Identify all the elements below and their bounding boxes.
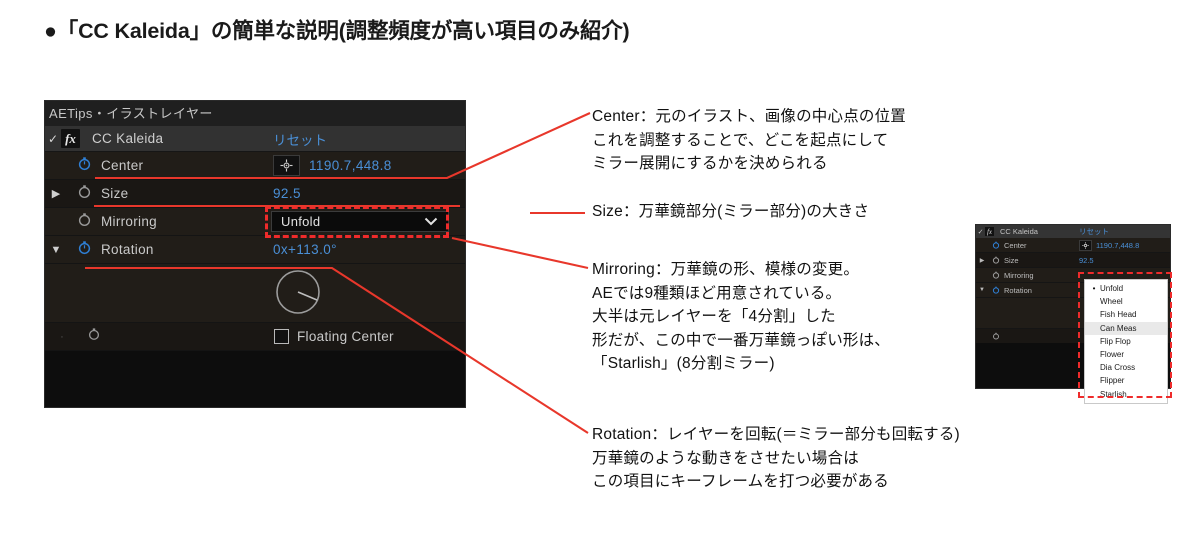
mini-effect-reset-button[interactable]: リセット bbox=[1079, 227, 1109, 236]
mini-property-label-rotation: Rotation bbox=[1004, 285, 1032, 295]
anchor-point-icon[interactable] bbox=[273, 155, 300, 176]
floating-center-checkbox[interactable] bbox=[274, 329, 289, 344]
menu-item-label: Flower bbox=[1100, 350, 1125, 360]
menu-item-dia-cross[interactable]: Dia Cross bbox=[1085, 361, 1167, 374]
selected-bullet-icon: • bbox=[1092, 284, 1096, 294]
menu-item-label: Can Meas bbox=[1100, 323, 1137, 333]
chevron-down-icon bbox=[424, 215, 438, 229]
menu-item-label: Starlish bbox=[1100, 389, 1127, 399]
menu-item-can-meas[interactable]: Can Meas bbox=[1085, 321, 1167, 335]
mini-effect-name-label: CC Kaleida bbox=[1000, 227, 1038, 236]
mini-effect-header-row[interactable]: ✓ fx CC Kaleida リセット bbox=[976, 225, 1170, 238]
mini-expand-arrow-size[interactable]: ▶ bbox=[979, 257, 985, 264]
annotation-size: Size：万華鏡部分(ミラー部分)の大きさ bbox=[592, 203, 870, 220]
floating-center-label: Floating Center bbox=[297, 329, 394, 344]
leader-line-mirroring bbox=[451, 236, 589, 270]
menu-item-wheel[interactable]: Wheel bbox=[1085, 295, 1167, 308]
mini-property-row-size[interactable]: ▶ Size 92.5 bbox=[976, 253, 1170, 268]
mirroring-options-menu[interactable]: • Unfold Wheel Fish Head Can Meas Flip Fl… bbox=[1084, 279, 1168, 404]
property-row-size[interactable]: ▶ Size 92.5 bbox=[45, 180, 465, 208]
stopwatch-icon-center[interactable] bbox=[67, 156, 101, 176]
mini-stopwatch-icon-size[interactable] bbox=[988, 251, 1004, 269]
annotation-rotation: Rotation：レイヤーを回転(＝ミラー部分も回転する) 万華鏡のような動きを… bbox=[592, 426, 960, 490]
menu-item-label: Dia Cross bbox=[1100, 363, 1136, 373]
effect-name-label: CC Kaleida bbox=[92, 131, 164, 146]
mini-stopwatch-icon-floating-center[interactable] bbox=[988, 327, 1004, 345]
expand-arrow-rotation[interactable]: ▼ bbox=[50, 243, 62, 256]
mini-stopwatch-icon-mirroring[interactable] bbox=[988, 266, 1004, 284]
center-value-text[interactable]: 1190.7,448.8 bbox=[309, 158, 392, 173]
mini-stopwatch-icon-center[interactable] bbox=[988, 236, 1004, 254]
annotation-center: Center：元のイラスト、画像の中心点の位置 これを調整することで、どこを起点… bbox=[592, 108, 907, 172]
menu-item-flower[interactable]: Flower bbox=[1085, 348, 1167, 361]
rotation-dial-row bbox=[45, 264, 465, 323]
expand-arrow-size[interactable]: ▶ bbox=[51, 188, 61, 200]
effect-header-row[interactable]: ✓ fx CC Kaleida リセット bbox=[45, 126, 465, 152]
mini-property-row-center[interactable]: Center 1190.7,448.8 bbox=[976, 238, 1170, 253]
property-row-center[interactable]: Center 1190.7,448.8 bbox=[45, 152, 465, 180]
effect-controls-panel: AETips・イラストレイヤー ✓ fx CC Kaleida リセット Cen… bbox=[44, 100, 466, 408]
fx-badge-icon: fx bbox=[61, 129, 80, 148]
menu-item-label: Flipper bbox=[1100, 376, 1125, 386]
menu-item-fish-head[interactable]: Fish Head bbox=[1085, 308, 1167, 321]
mini-property-value-center[interactable]: 1190.7,448.8 bbox=[1079, 239, 1140, 251]
panel-tab-label[interactable]: AETips・イラストレイヤー bbox=[45, 101, 465, 126]
stopwatch-icon-mirroring[interactable] bbox=[67, 212, 101, 232]
mini-fx-badge-icon: fx bbox=[985, 227, 994, 236]
menu-item-unfold[interactable]: • Unfold bbox=[1085, 282, 1167, 295]
property-row-floating-center[interactable]: · Floating Center bbox=[45, 323, 465, 351]
mini-property-label-center: Center bbox=[1004, 240, 1027, 250]
property-row-rotation[interactable]: ▼ Rotation 0x+113.0° bbox=[45, 236, 465, 264]
property-label-size: Size bbox=[101, 186, 129, 201]
menu-item-starlish[interactable]: Starlish bbox=[1085, 388, 1167, 401]
mini-effect-enable-checkbox[interactable]: ✓ bbox=[977, 228, 984, 236]
property-row-mirroring[interactable]: Mirroring Unfold bbox=[45, 208, 465, 236]
menu-item-flipper[interactable]: Flipper bbox=[1085, 374, 1167, 387]
rotation-dial-icon[interactable] bbox=[272, 266, 324, 318]
page-title: ●「CC Kaleida」の簡単な説明(調整頻度が高い項目のみ紹介) bbox=[44, 19, 630, 43]
property-label-rotation: Rotation bbox=[101, 242, 154, 257]
panel-empty-area bbox=[45, 351, 465, 407]
menu-item-label: Unfold bbox=[1100, 284, 1124, 294]
mirroring-dropdown[interactable]: Unfold bbox=[271, 211, 449, 232]
stopwatch-icon-rotation[interactable] bbox=[67, 240, 101, 260]
mini-anchor-point-icon[interactable] bbox=[1079, 239, 1092, 251]
mini-property-value-size: 92.5 bbox=[1079, 255, 1094, 265]
mini-property-label-size: Size bbox=[1004, 255, 1019, 265]
property-label-mirroring: Mirroring bbox=[101, 214, 157, 229]
property-label-center: Center bbox=[101, 158, 144, 173]
annotation-mirroring: Mirroring：万華鏡の形、模様の変更。 AEでは9種類ほど用意されている。… bbox=[592, 261, 890, 372]
property-value-rotation[interactable]: 0x+113.0° bbox=[273, 242, 337, 257]
menu-item-label: Fish Head bbox=[1100, 310, 1137, 320]
mini-center-value-text: 1190.7,448.8 bbox=[1096, 240, 1140, 250]
mini-property-label-mirroring: Mirroring bbox=[1004, 270, 1034, 280]
stopwatch-icon-size[interactable] bbox=[67, 184, 101, 204]
property-value-center[interactable]: 1190.7,448.8 bbox=[273, 155, 392, 176]
floating-center-dot: · bbox=[60, 330, 64, 343]
stopwatch-icon-floating-center[interactable] bbox=[79, 327, 109, 346]
effect-reset-button[interactable]: リセット bbox=[273, 132, 327, 148]
effect-enable-checkbox[interactable]: ✓ bbox=[47, 131, 59, 146]
mirroring-selected-value: Unfold bbox=[281, 214, 321, 229]
mini-expand-arrow-rotation[interactable]: ▼ bbox=[979, 287, 985, 293]
menu-item-flip-flop[interactable]: Flip Flop bbox=[1085, 335, 1167, 348]
menu-item-label: Flip Flop bbox=[1100, 336, 1131, 346]
mini-stopwatch-icon-rotation[interactable] bbox=[988, 281, 1004, 299]
menu-item-label: Wheel bbox=[1100, 297, 1123, 307]
property-value-size[interactable]: 92.5 bbox=[273, 186, 301, 201]
